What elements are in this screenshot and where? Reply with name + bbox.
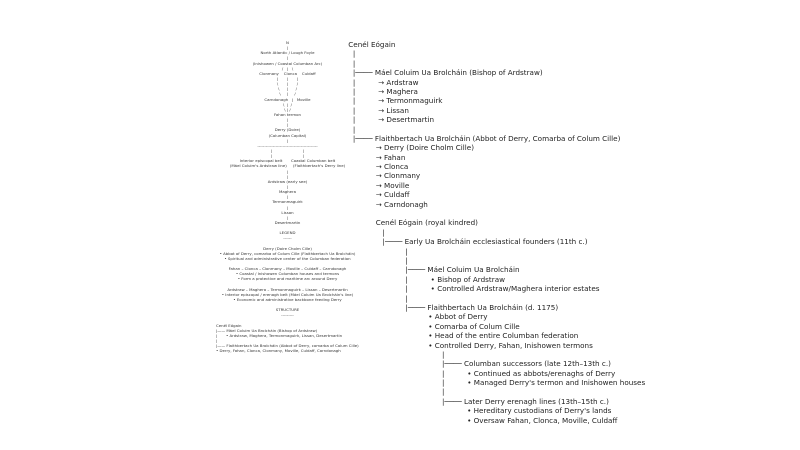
map-line-19: | [286,137,289,143]
map-desertmartin: Desertmartin [274,219,301,225]
tree-line-20: | [330,227,385,237]
lineage-tree-diagram: Cenél Eógain | | |──── Máel Coluim Ua Br… [330,40,790,425]
tree-maghera: | → Maghera [330,86,418,96]
tree-line-27: | [330,293,408,303]
tree-abbot-of-derry: • Abbot of Derry [330,312,488,322]
map-economic-and-administrative-backbone-fee: • Economic and administrative backbone f… [233,297,342,303]
map-line-32: | [286,204,289,210]
map-line-38: ------ [283,235,292,241]
map-termonmaguirk: Termonmaguirk [272,199,303,205]
tree-line-23: | [330,255,408,265]
tree-moville: → Moville [330,180,410,190]
tree-line-37: | [330,387,445,397]
map-line-28: | [286,183,289,189]
map-derry-doire-cholm-cille: Derry (Doire Cholm Cille) [263,245,312,251]
map-line-3: | [286,55,289,61]
map-carndonagh-moville: Carndonagh | Moville [264,96,311,102]
map-clonmany-clonca-culdaff: Clonmany Clonca Culdaff [259,70,316,76]
tree-carndonagh: → Carndonagh [330,199,428,209]
tree-line-33: | [330,349,445,359]
map-interior-episcopal-erenagh-belt-mael-col: • Interior episcopal / erenagh belt (Máe… [221,291,354,297]
tree-bishop-of-ardstraw: | • Bishop of Ardstraw [330,274,505,284]
map-line-7: | | | [276,75,299,81]
tree-continued-as-abbots-erenaghs-of-derry: | • Continued as abbots/erenaghs of Derr… [330,368,616,378]
tree-line-1: | [330,49,356,59]
tree-controlled-ardstraw-maghera-interior-est: | • Controlled Ardstraw/Maghera interior… [330,284,600,294]
tree-fahan: → Fahan [330,152,406,162]
tree-comarba-of-colum-cille: • Comarba of Colum Cille [330,321,520,331]
tree-early-ua-brolchain-ecclesiastical-founde: |──── Early Ua Brolcháin ecclesiastical … [330,237,588,247]
map-columban-capital: (Columban Capital) [268,132,307,138]
map-interior-episcopal-belt-coastal-columban: Interior episcopal belt Coastal Columban… [239,158,336,164]
map-line-22: | | [270,153,305,159]
map-line-12: \ | / [283,101,292,107]
map-maghera: Maghera [278,189,297,195]
tree-flaithbertach-ua-brolchain-abbot-of-derr: |──── Flaithbertach Ua Brolcháin (Abbot … [330,133,621,143]
tree-mael-coluim-ua-brolchain: |──── Máel Coluim Ua Brolcháin [330,265,520,275]
map-ardstraw-early-see: Ardstraw (early see) [267,178,308,184]
map-ardstraw-maghera-termonmaguirk-lissan-de: Ardstraw – Maghera – Termonmaguirk – Lis… [227,286,348,292]
tree-derry-doire-cholm-cille: → Derry (Doire Cholm Cille) [330,143,475,153]
map-derry-doire: Derry (Doire) [274,127,301,133]
map-line-15: | [286,117,289,123]
map-line-16: | [286,122,289,128]
map-ardstraw-maghera-termonmaguirk-lissan-de: | • Ardstraw, Maghera, Termonmaguirk, Li… [216,333,343,339]
map-line-25: | [286,168,289,174]
map-derry-fahan-clonca-clonmany-moville-culd: • Derry, Fahan, Clonca, Clonmany, Movill… [216,348,341,354]
tree-line-22: | [330,246,408,256]
map-n: N [286,40,289,45]
map-line-26: | [286,173,289,179]
tree-culdaff: → Culdaff [330,190,410,200]
map-line-1: | [286,45,289,51]
map-line-53: --------- [281,312,294,318]
tree-mael-coluim-ua-brolchain-bishop-of-ardst: |──── Máel Coluim Ua Brolcháin (Bishop o… [330,68,543,78]
tree-clonca: → Clonca [330,162,409,172]
map-abbot-of-derry-comarba-of-colum-cille-fl: • Abbot of Derry, comarba of Colum Cille… [219,250,356,256]
tree-cenel-eogain: Cenél Eógain [330,40,396,49]
map-fahan-clonca-clonmany-moville-culdaff-ca: Fahan – Clonca – Clonmany – Moville – Cu… [228,266,347,272]
map-inishowen-coastal-columban-arc: (Inishowen / Coastal Columban Arc) [252,60,323,66]
tree-line-18 [330,209,790,218]
map-lissan: Lissan [281,209,294,215]
tree-termonmaguirk: | → Termonmaguirk [330,96,443,106]
map-line-34: | [286,214,289,220]
map-line-30: | [286,194,289,200]
map-line-9: \ | / [278,86,297,92]
map-line-8: \ | / [276,81,299,87]
tree-line-2: | [330,58,356,68]
tree-oversaw-fahan-clonca-moville-culdaff: • Oversaw Fahan, Clonca, Moville, Culdaf… [330,415,618,425]
tree-later-derry-erenagh-lines-13th-15th-c: |──── Later Derry erenagh lines (13th–15… [330,396,609,406]
map-legend: LEGEND [279,230,296,236]
tree-managed-derry-s-termon-and-inishowen-hou: | • Managed Derry's termon and Inishowen… [330,378,646,388]
tree-controlled-derry-fahan-inishowen-termons: • Controlled Derry, Fahan, Inishowen ter… [330,340,593,350]
map-flaithbertach-ua-brolchain-abbot-of-derr: |—— Flaithbertach Ua Brolcháin (Abbot of… [216,343,359,349]
map-mael-coluim-s-ardstraw-line-flaithbertac: (Máel Coluim's Ardstraw line) (Flaithber… [229,163,346,169]
map-line-13: \ | / [284,106,291,112]
map-cenel-eogain: Cenél Eógain [216,322,242,328]
tree-flaithbertach-ua-brolchain-d-1175: |──── Flaithbertach Ua Brolcháin (d. 117… [330,302,559,312]
map-line-20: ----------------------------------------… [257,142,318,148]
tree-head-of-the-entire-columban-federation: • Head of the entire Columban federation [330,331,579,341]
tree-columban-successors-late-12th-13th-c: |──── Columban successors (late 12th–13t… [330,359,611,369]
tree-lissan: | → Lissan [330,105,409,115]
map-north-atlantic-lough-foyle: North Atlantic / Lough Foyle [260,50,315,56]
map-mael-coluim-ua-brolchain-bishop-of-ardst: |—— Máel Coluim Ua Brolcháin (Bishop of … [216,327,318,333]
tree-ardstraw: | → Ardstraw [330,77,419,87]
map-line-21: | | [270,147,305,153]
map-form-a-protective-and-maritime-arc-aroun: • Form a protective and maritime arc aro… [237,276,338,282]
tree-hereditary-custodians-of-derry-s-lands: • Hereditary custodians of Derry's lands [330,406,612,416]
map-line-58: | [216,338,218,344]
inishowen-map-diagram: N|North Atlantic / Lough Foyle|(Inishowe… [200,40,375,354]
tree-cenel-eogain-royal-kindred: Cenél Eógain (royal kindred) [330,218,478,228]
map-line-10: \ | / [279,91,296,97]
tree-desertmartin: | → Desertmartin [330,115,435,125]
map-fahan-termon: Fahan termon [274,111,301,117]
map-structure: STRUCTURE [275,307,300,313]
map-spiritual-and-administrative-center-of-t: • Spiritual and administrative center of… [224,255,351,261]
tree-clonmany: → Clonmany [330,171,421,181]
map-coastal-inishowen-columban-houses-and-te: • Coastal / Inishowen Columban houses an… [235,271,340,277]
map-line-5: / | \ [281,65,294,71]
tree-line-9: | [330,124,356,134]
